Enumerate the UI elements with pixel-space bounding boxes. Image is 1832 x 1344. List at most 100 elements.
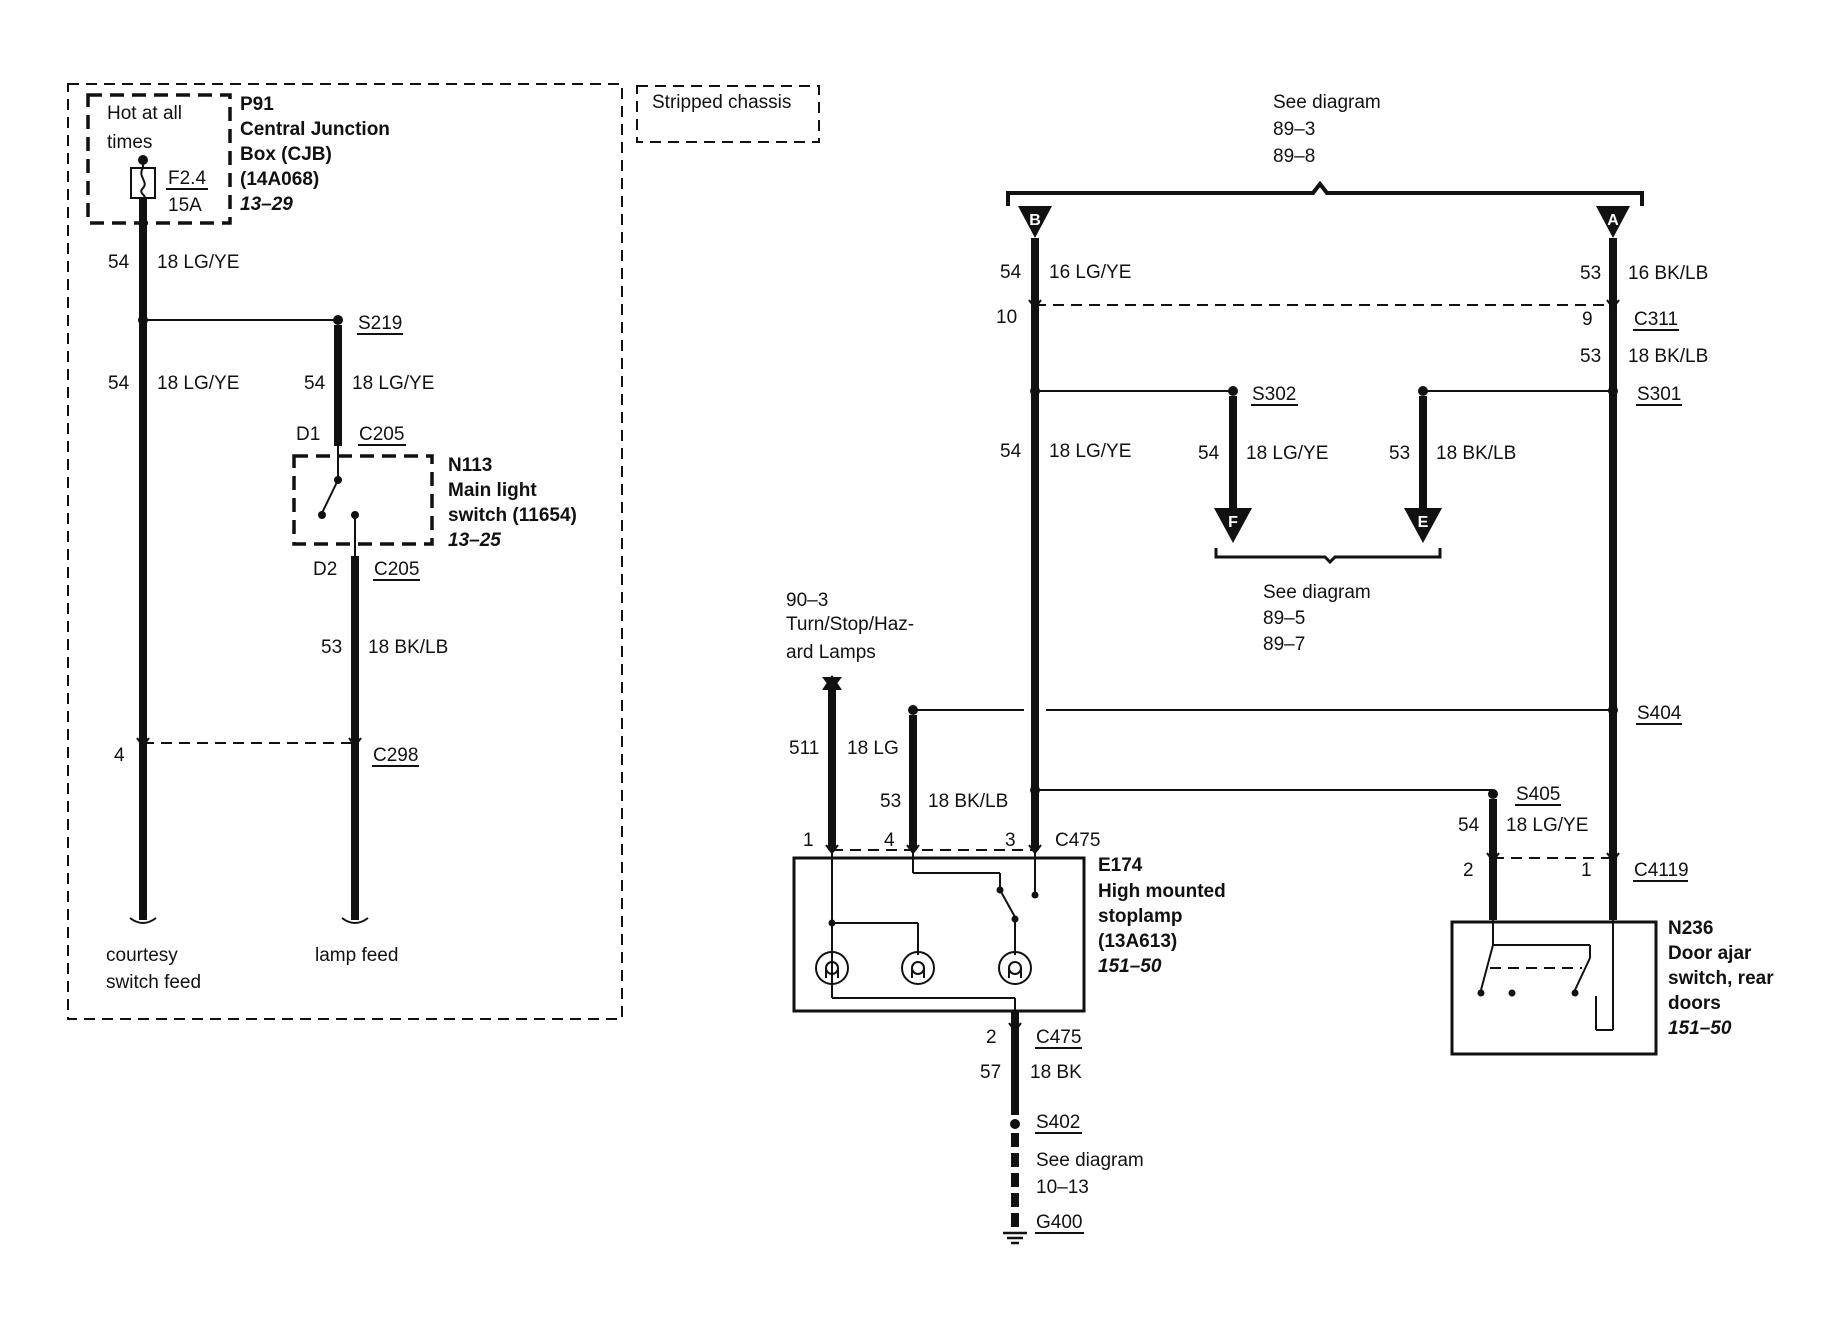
wire-end-courtesy xyxy=(129,917,157,924)
p91-name-line2: Box (CJB) xyxy=(240,144,332,165)
splice-s219-label: S219 xyxy=(358,313,402,334)
pin-10-label: 10 xyxy=(996,307,1017,328)
courtesy-label-line2: switch feed xyxy=(106,972,201,993)
see-diagram-top: See diagram xyxy=(1273,92,1381,113)
ref-turn-stop-haz: Turn/Stop/Haz- xyxy=(786,614,914,635)
stoplamp-box xyxy=(792,856,1086,1013)
splice-s404-label: S404 xyxy=(1637,703,1682,724)
c4119-pin-mark-2 xyxy=(1486,852,1500,863)
connector-c475-label-a: C475 xyxy=(1055,830,1100,851)
e174-id: E174 xyxy=(1098,855,1143,876)
circuit-54-label-a: 54 xyxy=(108,252,130,273)
n236-name-line3: doors xyxy=(1668,993,1721,1014)
connector-a-arrow xyxy=(1596,206,1630,238)
bulb-icon xyxy=(901,951,935,985)
lamp-feed-label: lamp feed xyxy=(315,945,398,966)
pin-3-label: 3 xyxy=(1005,830,1016,851)
connector-e-letter: E xyxy=(1418,514,1429,531)
c311-pin-mark-left xyxy=(1028,299,1042,310)
gauge-54-label-b: 18 LG/YE xyxy=(157,373,239,394)
p91-part-number: (14A068) xyxy=(240,169,319,190)
courtesy-label-line1: courtesy xyxy=(106,945,178,966)
connector-c205-label-a: C205 xyxy=(359,424,404,445)
circuit-53-label-e: 53 xyxy=(880,791,901,812)
bracket-mid xyxy=(1214,548,1442,565)
n236-page-ref: 151–50 xyxy=(1668,1018,1732,1039)
connector-c475-label-b: C475 xyxy=(1036,1027,1081,1048)
gauge-53-label-e: 18 BK/LB xyxy=(928,791,1008,812)
door-switch-contact-r1 xyxy=(1571,989,1579,997)
circuit-53-label-b: 53 xyxy=(1580,263,1601,284)
see-diagram-bottom-ref: 10–13 xyxy=(1036,1177,1089,1198)
splice-s402-label: S402 xyxy=(1036,1112,1080,1133)
arrow-up-turn-stop xyxy=(822,675,842,690)
see-diagram-bottom: See diagram xyxy=(1036,1150,1144,1171)
connector-c4119-label: C4119 xyxy=(1634,860,1689,881)
fuse-rating-label: 15A xyxy=(168,195,202,216)
ref-ard-lamps: ard Lamps xyxy=(786,642,876,663)
connector-f-arrow xyxy=(1214,508,1252,543)
circuit-54-label-b: 54 xyxy=(108,373,130,394)
fuse-element xyxy=(140,167,146,199)
p91-fuse-box-outline xyxy=(86,93,232,225)
pin-d1-label: D1 xyxy=(296,424,320,445)
see-diagram-mid-ref1: 89–5 xyxy=(1263,608,1305,629)
c4119-pin-mark-1 xyxy=(1606,852,1620,863)
times-label: times xyxy=(107,132,152,153)
ref-90-3: 90–3 xyxy=(786,590,828,611)
connector-e-arrow xyxy=(1404,508,1442,543)
e174-part-number: (13A613) xyxy=(1098,931,1177,952)
circuit-53-label-d: 53 xyxy=(1389,443,1410,464)
pin-4-label: 4 xyxy=(114,745,125,766)
circuit-511-label: 511 xyxy=(789,738,819,759)
connector-a-letter: A xyxy=(1607,212,1619,229)
splice-s219-dot xyxy=(333,315,343,325)
p91-id: P91 xyxy=(240,94,274,115)
door-switch-contact-l1 xyxy=(1477,989,1485,997)
circuit-54-label-e: 54 xyxy=(1000,441,1022,462)
connector-c298-label: C298 xyxy=(373,745,418,766)
stripped-chassis-box xyxy=(636,85,820,143)
door-switch-contact-l2 xyxy=(1508,989,1516,997)
e174-name-line2: stoplamp xyxy=(1098,906,1182,927)
main-light-switch-outline xyxy=(292,454,434,546)
splice-s405-dot xyxy=(1488,789,1498,799)
connector-c311-label: C311 xyxy=(1634,309,1678,330)
door-switch-blade-right xyxy=(1574,957,1591,991)
pin-9-label: 9 xyxy=(1582,309,1593,330)
pin-4b-label: 4 xyxy=(884,830,895,851)
door-switch-blade-left xyxy=(1480,944,1494,991)
hot-at-all-label: Hot at all xyxy=(107,103,182,124)
splice-s301-dot xyxy=(1608,386,1618,396)
gauge-54-label-g: 18 LG/YE xyxy=(1506,815,1588,836)
connector-c205-label-b: C205 xyxy=(374,559,419,580)
door-ajar-switch-box xyxy=(1450,920,1658,1056)
see-diagram-mid: See diagram xyxy=(1263,582,1371,603)
n113-page-ref: 13–25 xyxy=(448,530,501,551)
circuit-53-label-a: 53 xyxy=(321,637,342,658)
n236-name-line2: switch, rear xyxy=(1668,968,1774,989)
gauge-54-label-a: 18 LG/YE xyxy=(157,252,239,273)
see-diagram-top-ref2: 89–8 xyxy=(1273,146,1315,167)
p91-page-ref: 13–29 xyxy=(240,194,293,215)
n113-name-line1: Main light xyxy=(448,480,537,501)
stripped-chassis-outline xyxy=(67,83,623,1020)
gauge-54-label-e: 18 LG/YE xyxy=(1049,441,1131,462)
connector-f-letter: F xyxy=(1228,514,1238,531)
circuit-57-label: 57 xyxy=(980,1062,1001,1083)
splice-s302-dot xyxy=(1228,386,1238,396)
c298-pin-mark-right xyxy=(348,737,362,748)
circuit-54-label-d: 54 xyxy=(1000,262,1022,283)
gauge-54-label-d: 16 LG/YE xyxy=(1049,262,1131,283)
n236-id: N236 xyxy=(1668,918,1713,939)
switch-contact-left xyxy=(318,511,326,519)
connector-b-arrow xyxy=(1018,206,1052,238)
n113-name-line2: switch (11654) xyxy=(448,505,577,526)
right-section: See diagram 89–3 89–8 B A 54 16 LG/YE 53… xyxy=(786,92,1774,1245)
bulb-icon xyxy=(998,951,1032,985)
circuit-54-label-f: 54 xyxy=(1198,443,1220,464)
circuit-54-label-c: 54 xyxy=(304,373,326,394)
c298-pin-mark-left xyxy=(136,737,150,748)
fuse-id-label: F2.4 xyxy=(168,168,206,189)
